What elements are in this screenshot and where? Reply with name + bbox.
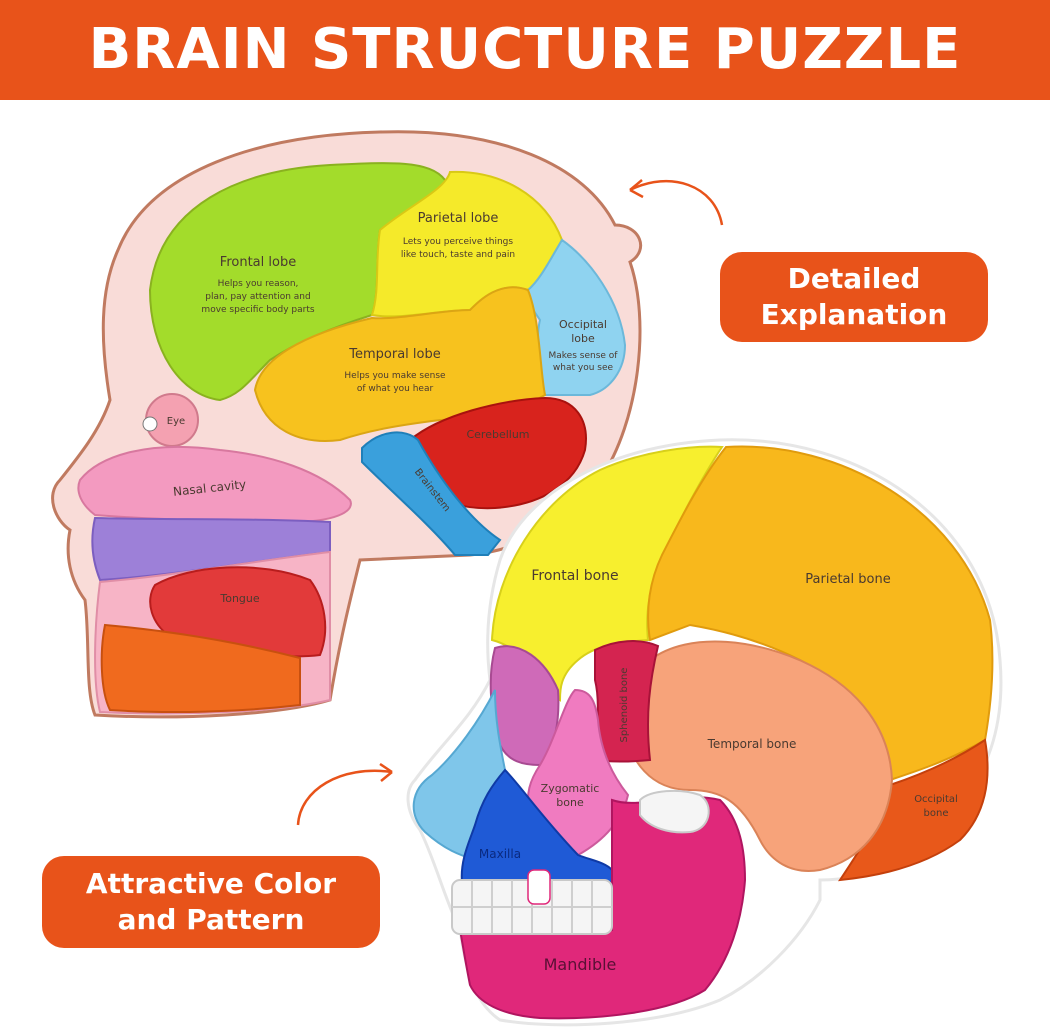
mandible-label: Mandible: [544, 955, 617, 974]
callout-detailed-line2: Explanation: [760, 298, 948, 331]
cerebellum-label: Cerebellum: [466, 428, 529, 441]
skull-puzzle: Frontal bone Parietal bone Sphenoid bone…: [406, 438, 1003, 1027]
parietal-bone-label: Parietal bone: [805, 572, 890, 587]
head-puzzle: Frontal lobe Helps you reason, plan, pay…: [51, 130, 643, 719]
occipital-bone-label-1: Occipital: [914, 794, 958, 805]
occipital-bone-piece: [837, 738, 989, 882]
callout-detailed-explanation: Detailed Explanation: [720, 252, 988, 342]
brainstem-piece: [361, 431, 502, 556]
temporal-lobe-label: Temporal lobe: [348, 347, 440, 362]
curved-arrow-upper: [629, 180, 724, 226]
frontal-desc-1: Helps you reason,: [218, 279, 299, 289]
occipital-bone-label-2: bone: [924, 808, 949, 819]
page-title: BRAIN STRUCTURE PUZZLE: [88, 17, 962, 82]
frontal-bone-label: Frontal bone: [531, 568, 618, 584]
sphenoid-bone-label: Sphenoid bone: [619, 668, 630, 743]
jaw-piece: [100, 623, 301, 714]
parietal-desc-1: Lets you perceive things: [403, 237, 513, 247]
tongue-label: Tongue: [219, 592, 260, 605]
title-banner: [0, 0, 1050, 100]
maxilla-label: Maxilla: [479, 847, 521, 861]
parietal-desc-2: like touch, taste and pain: [401, 250, 515, 260]
occipital-lobe-label-2: lobe: [571, 332, 595, 345]
nasal-cavity-piece: [77, 445, 352, 524]
frontal-desc-2: plan, pay attention and: [205, 292, 310, 302]
callout-attractive-line2: and Pattern: [117, 903, 305, 936]
callout-detailed-line1: Detailed: [787, 262, 921, 295]
parietal-lobe-label: Parietal lobe: [418, 211, 499, 226]
temporal-lobe-piece: [253, 286, 547, 442]
callout-attractive-line1: Attractive Color: [85, 867, 337, 900]
temporal-bone-label: Temporal bone: [707, 737, 797, 751]
callout-attractive-color: Attractive Color and Pattern: [42, 856, 380, 948]
zygomatic-bone-label-1: Zygomatic: [541, 782, 600, 795]
curved-arrow-lower: [296, 769, 393, 826]
temporal-desc-2: of what you hear: [357, 384, 434, 394]
occipital-lobe-label-1: Occipital: [559, 318, 607, 331]
temporal-desc-1: Helps you make sense: [344, 371, 446, 381]
eye-label: Eye: [167, 416, 185, 427]
teeth: [451, 869, 613, 935]
frontal-desc-3: move specific body parts: [201, 305, 314, 315]
occipital-desc-1: Makes sense of: [549, 351, 619, 361]
zygomatic-bone-label-2: bone: [556, 796, 584, 809]
occipital-desc-2: what you see: [553, 363, 614, 373]
mandible-piece: [458, 796, 747, 1020]
frontal-lobe-label: Frontal lobe: [220, 255, 296, 270]
